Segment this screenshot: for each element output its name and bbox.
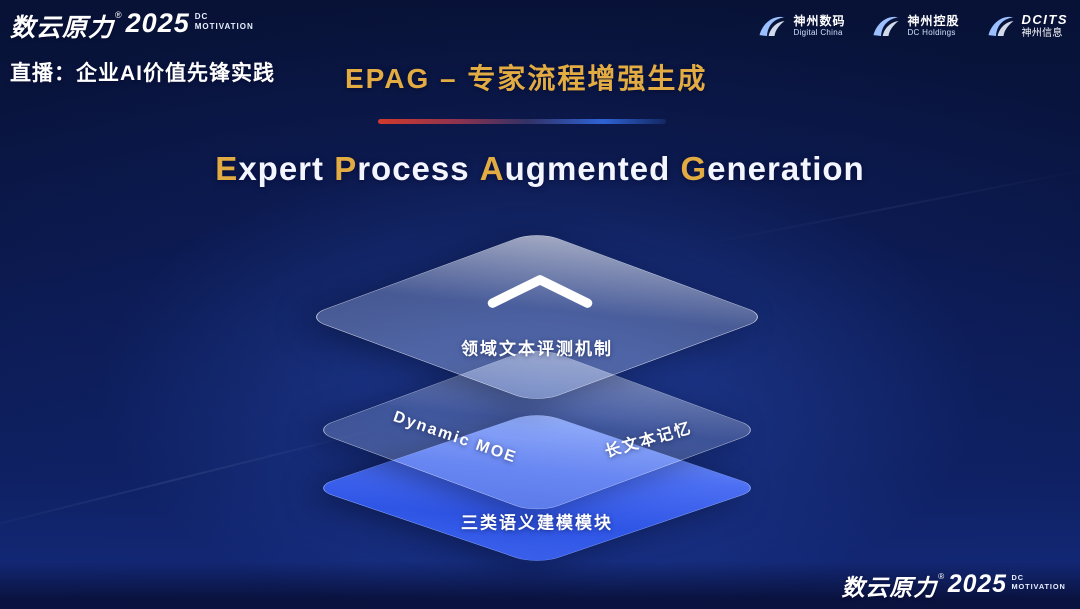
swoosh-logo-icon <box>988 16 1013 36</box>
live-broadcast-title: 直播：企业AI价值先锋实践 <box>10 62 275 85</box>
logo-text: 神州数码 Digital China <box>793 14 845 38</box>
brand-sub-bottom: MOTIVATION <box>194 22 254 31</box>
brand-logo-top-left: 数云原力®2025 DC MOTIVATION <box>10 8 254 44</box>
registered-mark-icon: ® <box>115 10 122 20</box>
heading-text: rocess <box>357 150 480 187</box>
brand-year: 2025 <box>948 569 1008 598</box>
logo-name-en: DCITS <box>1021 12 1068 27</box>
heading-text: ugmented <box>504 150 681 187</box>
logo-dc-holdings: 神州控股 DC Holdings <box>871 13 959 39</box>
logo-text: 神州控股 DC Holdings <box>907 14 959 38</box>
logo-name-cn: 神州数码 <box>793 13 846 28</box>
heading-text: xpert <box>238 150 335 187</box>
logo-name-cn: 神州信息 <box>1021 27 1063 39</box>
partner-logos: 神州数码 Digital China 神州控股 DC Holdings DCIT… <box>757 12 1068 40</box>
swoosh-logo-icon <box>873 16 899 36</box>
logo-text: DCITS 神州信息 <box>1022 12 1069 40</box>
brand-name: 数云原力 <box>10 14 115 42</box>
registered-mark-icon: ® <box>938 571 945 581</box>
layer-top-label: 领域文本评测机制 <box>461 339 613 359</box>
logo-name-en: DC Holdings <box>907 28 956 38</box>
brand-logo-bottom-right: 数云原力®2025 DC MOTIVATION <box>842 570 1066 603</box>
logo-name-en: Digital China <box>793 28 843 38</box>
section-title: EPAG – 专家流程增强生成 <box>345 63 708 94</box>
brand-name: 数云原力 <box>841 575 938 602</box>
brand-sub-bottom: MOTIVATION <box>1011 582 1066 592</box>
layer-top <box>303 230 771 404</box>
heading-initial: A <box>479 150 505 187</box>
heading-text: eneration <box>707 150 865 187</box>
divider-line <box>378 119 666 124</box>
brand-subtitle: DC MOTIVATION <box>195 12 254 32</box>
layer-bottom-label: 三类语义建模模块 <box>461 513 613 533</box>
brand-sub-top: DC <box>194 12 209 21</box>
heading-initial: P <box>334 150 358 187</box>
heading-initial: G <box>680 150 708 187</box>
brand-subtitle: DC MOTIVATION <box>1012 574 1066 592</box>
heading-initial: E <box>215 150 239 187</box>
brand-year: 2025 <box>125 8 190 38</box>
main-heading: Expert Process Augmented Generation <box>0 150 1080 188</box>
swoosh-logo-icon <box>759 16 785 36</box>
chevron-up-icon <box>487 275 593 308</box>
logo-dcits: DCITS 神州信息 <box>986 12 1069 40</box>
brand-sub-top: DC <box>1011 573 1025 582</box>
logo-name-cn: 神州控股 <box>907 13 960 28</box>
logo-digital-china: 神州数码 Digital China <box>757 13 845 39</box>
